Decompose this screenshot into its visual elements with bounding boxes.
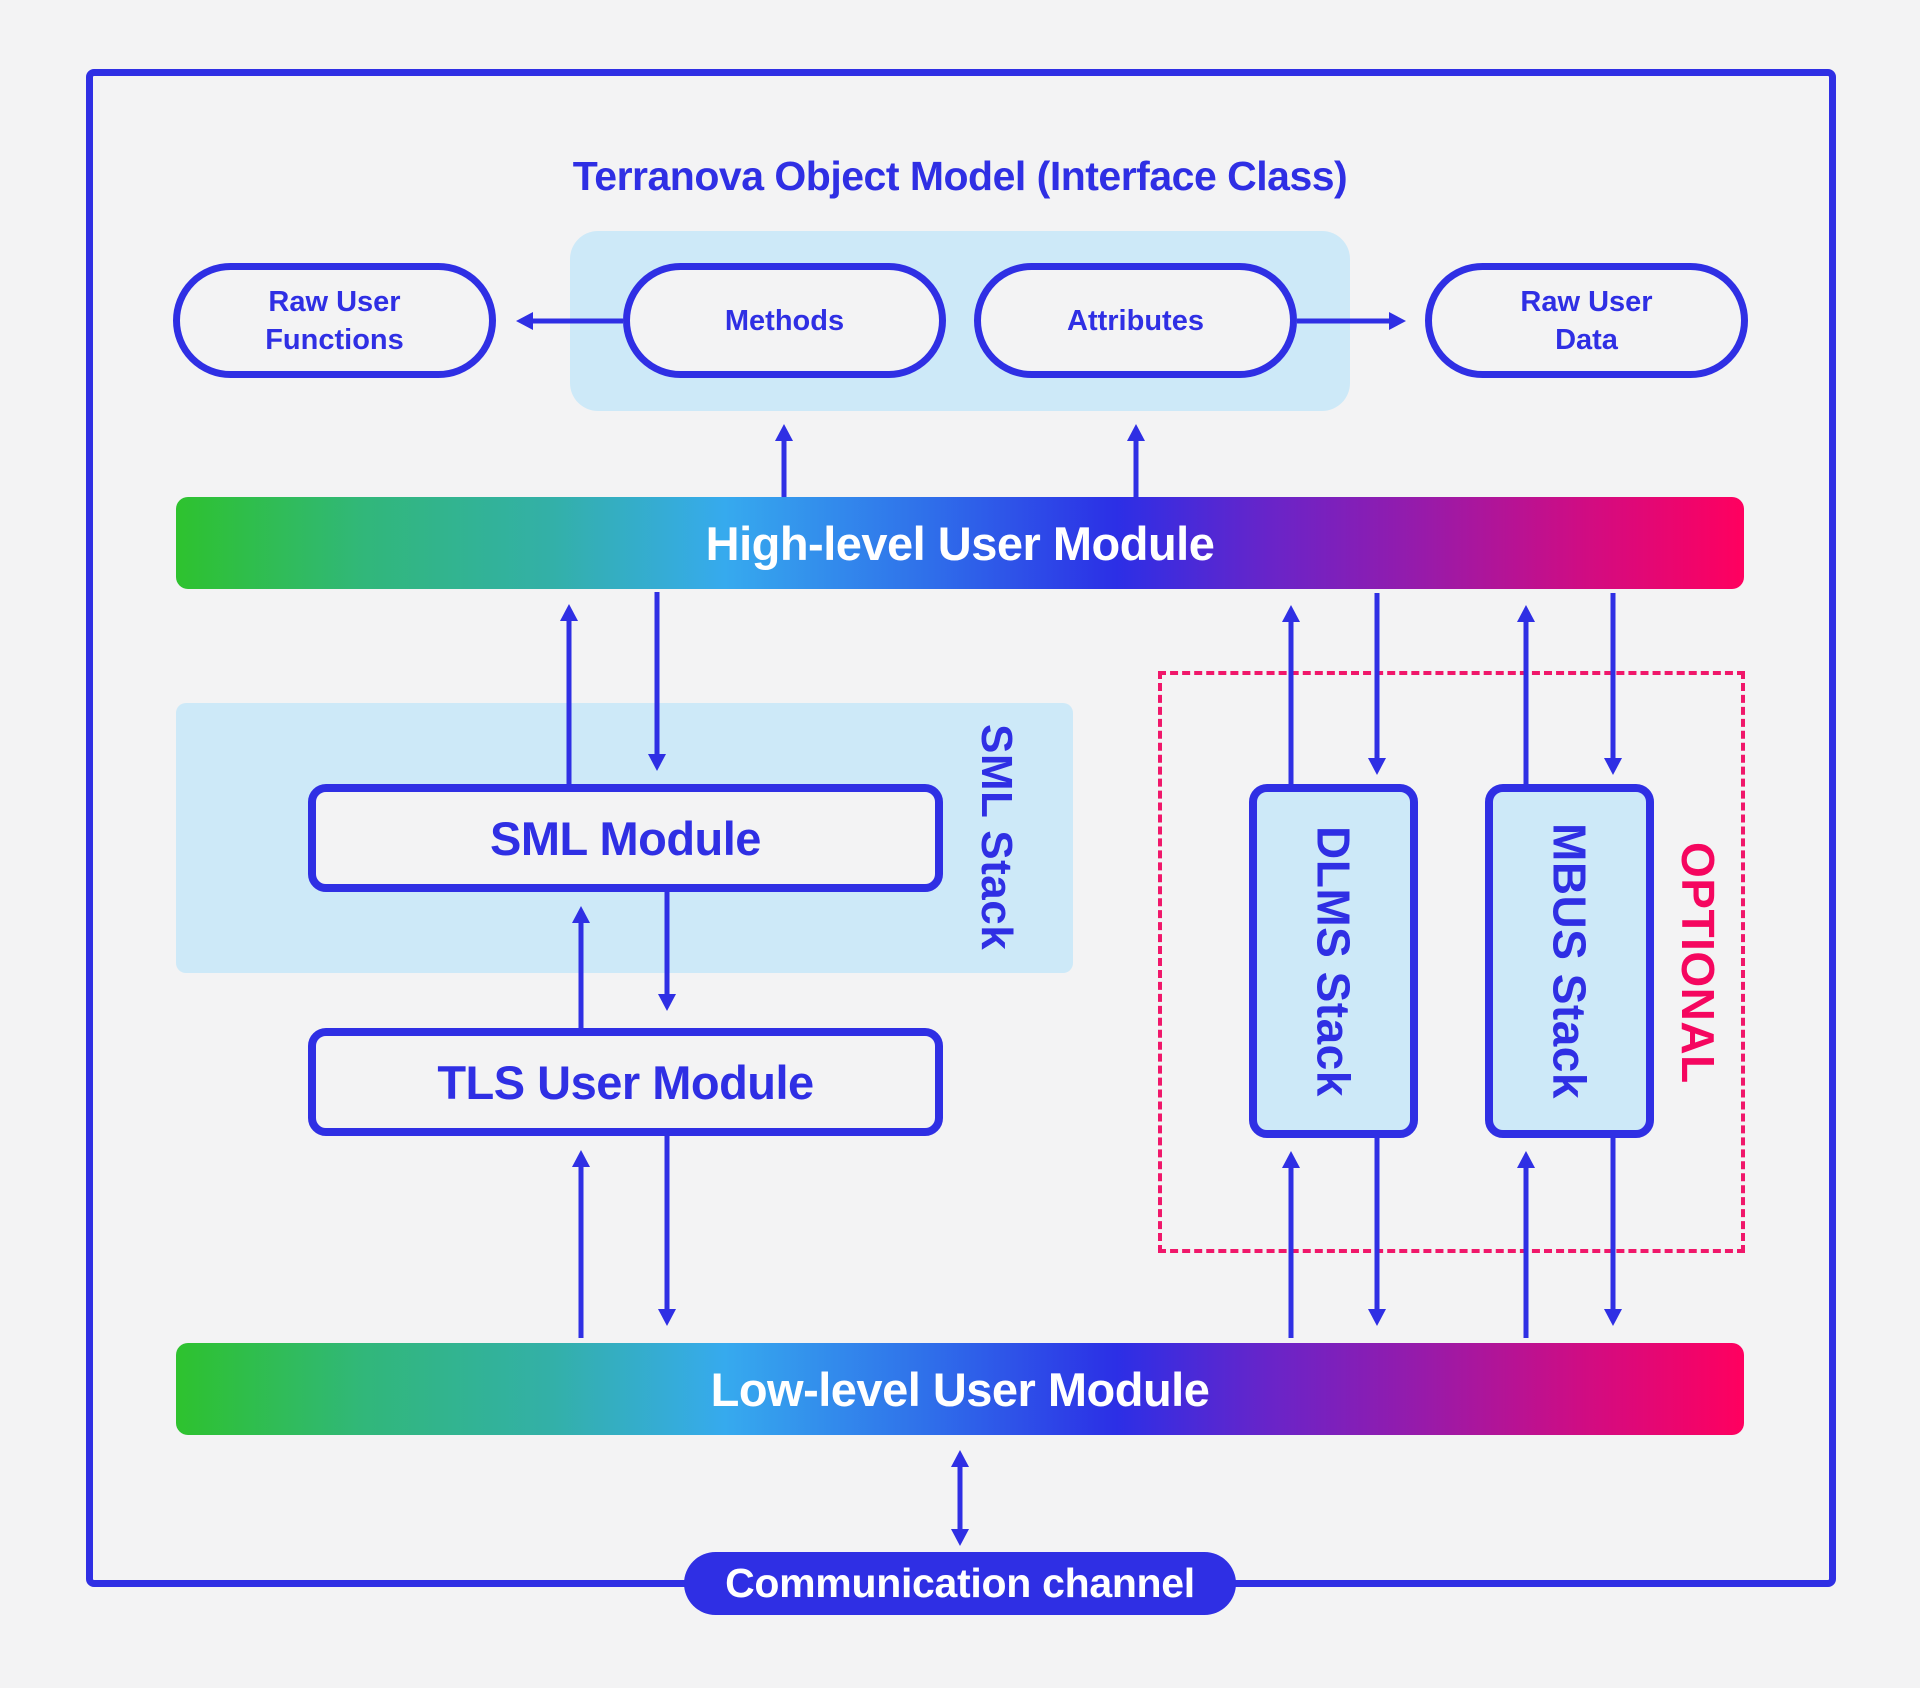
dlms-to-low-arrow-head <box>1368 1309 1386 1326</box>
attributes-node[interactable]: Attributes <box>974 263 1297 378</box>
low-level-user-module[interactable]: Low-level User Module <box>176 1343 1744 1435</box>
high-to-methods-arrow-head <box>775 424 793 441</box>
attributes-to-raw-data-head <box>1389 312 1406 330</box>
optional-label: OPTIONAL <box>1672 841 1724 1084</box>
dlms-to-high-arrow-head <box>1282 605 1300 622</box>
raw-user-data-line-2: Data <box>1555 323 1618 356</box>
low-to-comm-head-up <box>951 1450 969 1467</box>
low-to-dlms-arrow-head <box>1282 1151 1300 1168</box>
attributes-label: Attributes <box>1067 304 1204 337</box>
raw-user-functions-line-2: Functions <box>265 323 404 356</box>
communication-channel-node[interactable]: Communication channel <box>684 1552 1236 1615</box>
mbus-stack-node[interactable]: MBUS Stack <box>1485 784 1654 1138</box>
raw-user-functions-node[interactable]: Raw User Functions <box>173 263 496 378</box>
high-to-attributes-arrow-head <box>1127 424 1145 441</box>
tls-user-module-node[interactable]: TLS User Module <box>308 1028 943 1136</box>
tls-user-module-label: TLS User Module <box>437 1055 814 1109</box>
high-to-sml-arrow-head <box>648 754 666 771</box>
low-to-comm-head-down <box>951 1529 969 1546</box>
sml-module-label: SML Module <box>490 811 761 865</box>
mbus-to-high-arrow-head <box>1517 605 1535 622</box>
mbus-to-low-arrow-head <box>1604 1309 1622 1326</box>
raw-user-data-line-1: Raw User <box>1520 285 1653 318</box>
methods-label: Methods <box>724 304 845 337</box>
mbus-stack-label: MBUS Stack <box>1543 823 1596 1099</box>
sml-to-tls-arrow-head <box>658 994 676 1011</box>
dlms-stack-node[interactable]: DLMS Stack <box>1249 784 1418 1138</box>
high-level-user-module-label: High-level User Module <box>705 516 1215 570</box>
dlms-stack-label: DLMS Stack <box>1307 825 1360 1097</box>
methods-to-raw-functions-head <box>516 312 533 330</box>
methods-node[interactable]: Methods <box>623 263 946 378</box>
high-to-dlms-arrow-head <box>1368 758 1386 775</box>
raw-user-data-node[interactable]: Raw User Data <box>1425 263 1748 378</box>
low-to-mbus-arrow-head <box>1517 1151 1535 1168</box>
raw-user-functions-line-1: Raw User <box>268 285 401 318</box>
low-to-tls-arrow-head <box>572 1150 590 1167</box>
optional-group-boundary <box>1158 671 1745 1253</box>
tls-to-sml-arrow-head <box>572 906 590 923</box>
low-level-user-module-label: Low-level User Module <box>710 1362 1210 1416</box>
sml-module-node[interactable]: SML Module <box>308 784 943 892</box>
high-to-mbus-arrow-head <box>1604 758 1622 775</box>
high-level-user-module[interactable]: High-level User Module <box>176 497 1744 589</box>
tls-to-low-arrow-head <box>658 1309 676 1326</box>
sml-stack-label: SML Stack <box>972 724 1021 951</box>
communication-channel-label: Communication channel <box>725 1560 1195 1606</box>
object-model-title: Terranova Object Model (Interface Class) <box>572 153 1348 199</box>
sml-to-high-arrow-head <box>560 604 578 621</box>
